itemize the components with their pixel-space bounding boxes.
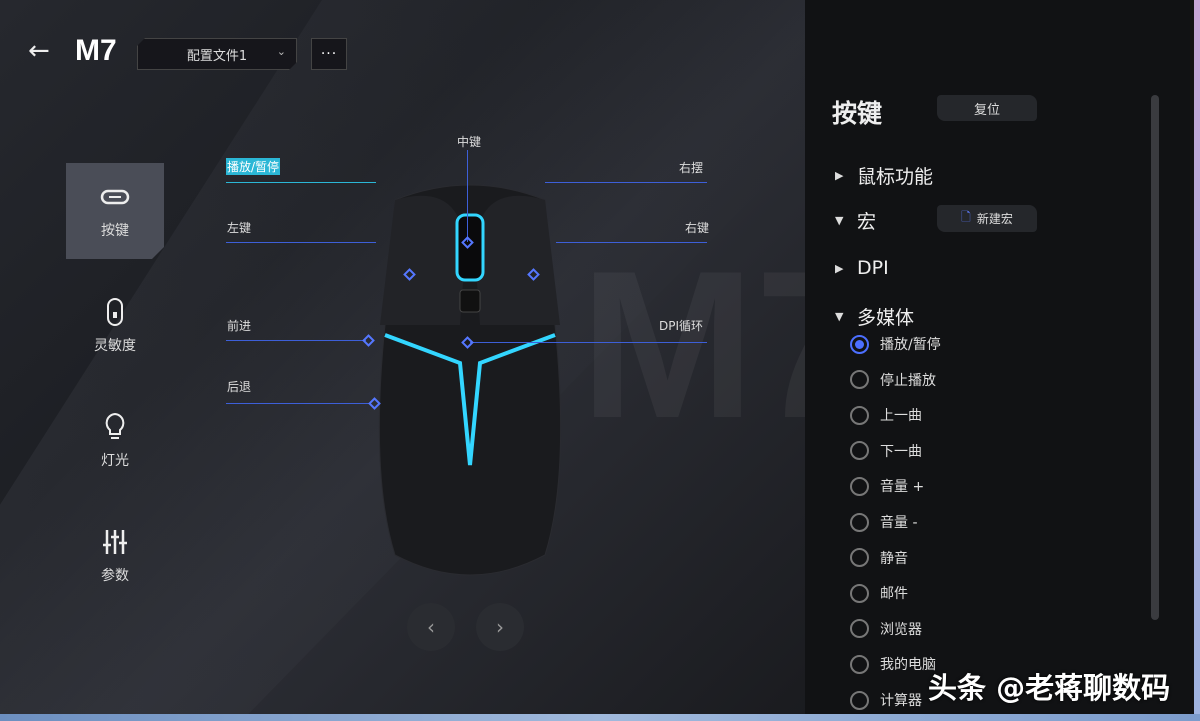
- radio-button[interactable]: [850, 334, 869, 354]
- leader-line: [556, 242, 707, 243]
- label-play-pause[interactable]: 播放/暂停: [226, 158, 281, 175]
- more-button[interactable]: ···: [311, 38, 347, 70]
- mouse-view: M7 ← M7 配置文件1 ⌄ ··· 按键 灵敏度 灯光 参数 中键 播放/暂停…: [0, 0, 805, 721]
- leader-line: [470, 342, 707, 343]
- option-label: 我的电脑: [880, 657, 936, 674]
- label-middle-button[interactable]: 中键: [457, 135, 482, 149]
- option-label: 上一曲: [880, 408, 922, 425]
- option-label: 计算器: [880, 693, 922, 709]
- radio-option[interactable]: 音量 -: [850, 512, 918, 532]
- leader-line: [226, 242, 376, 243]
- mouse-sensitivity-icon: [106, 297, 124, 327]
- label-dpi-cycle[interactable]: DPI循环: [659, 319, 704, 333]
- nav-buttons[interactable]: 按键: [66, 163, 164, 259]
- option-label: 浏览器: [880, 621, 922, 638]
- leader-line: [545, 182, 707, 183]
- next-view-button[interactable]: ›: [476, 603, 524, 651]
- nav-label: 灵敏度: [94, 338, 136, 354]
- option-label: 下一曲: [880, 443, 922, 460]
- caret-right-icon: ▶: [835, 169, 844, 182]
- radio-option[interactable]: 停止播放: [850, 370, 936, 390]
- radio-option[interactable]: 上一曲: [850, 405, 922, 425]
- nav-parameters[interactable]: 参数: [66, 508, 164, 604]
- label-forward[interactable]: 前进: [227, 319, 252, 333]
- device-title: M7: [75, 34, 117, 67]
- button-label: 新建宏: [976, 212, 1013, 226]
- radio-button[interactable]: [850, 476, 869, 496]
- label-left-button[interactable]: 左键: [227, 221, 252, 235]
- radio-button[interactable]: [850, 370, 869, 390]
- radio-option[interactable]: 音量 +: [850, 476, 924, 496]
- bulb-icon: [103, 412, 127, 442]
- mouse-image: [378, 184, 562, 576]
- overlay-watermark: 头条 @老蒋聊数码: [928, 671, 1171, 705]
- nav-sensitivity[interactable]: 灵敏度: [66, 278, 164, 374]
- caret-right-icon: ▶: [835, 261, 844, 275]
- section-mouse-functions[interactable]: ▶ 鼠标功能: [835, 162, 933, 189]
- radio-button[interactable]: [850, 690, 869, 710]
- label-back[interactable]: 后退: [227, 380, 252, 394]
- caret-down-icon: ▼: [835, 214, 844, 227]
- option-label: 音量 -: [880, 515, 918, 531]
- panel-title: 按键: [832, 99, 883, 128]
- radio-button[interactable]: [850, 654, 869, 674]
- radio-option[interactable]: 计算器: [850, 690, 922, 710]
- label-right-button[interactable]: 右键: [685, 221, 710, 235]
- sliders-icon: [103, 527, 127, 557]
- radio-button[interactable]: [850, 512, 869, 532]
- reset-button[interactable]: 复位: [937, 95, 1037, 121]
- radio-option[interactable]: 浏览器: [850, 619, 922, 639]
- option-label: 播放/暂停: [880, 337, 941, 353]
- option-label: 静音: [880, 550, 908, 567]
- section-multimedia[interactable]: ▼ 多媒体: [835, 303, 914, 330]
- radio-option[interactable]: 我的电脑: [850, 654, 936, 674]
- model-watermark: M7: [580, 227, 805, 462]
- leader-line: [226, 182, 376, 183]
- function-panel: 按键 复位 ▶鼠标功能 ▼宏 🗋新建宏 ▶DPI ▼多媒体 播放/暂停停止播放上…: [805, 0, 1200, 721]
- section-macro[interactable]: ▼宏: [835, 207, 876, 234]
- radio-option[interactable]: 邮件: [850, 583, 908, 603]
- profile-label: 配置文件1: [186, 48, 248, 64]
- taskbar: [0, 714, 1200, 721]
- nav-label: 灯光: [101, 453, 129, 469]
- section-label: 多媒体: [857, 307, 915, 329]
- radio-option[interactable]: 下一曲: [850, 441, 922, 461]
- leader-line: [226, 340, 366, 341]
- new-macro-button[interactable]: 🗋 新建宏: [937, 205, 1037, 232]
- radio-button[interactable]: [850, 619, 869, 639]
- nav-label: 按键: [101, 223, 129, 239]
- option-label: 邮件: [880, 586, 908, 603]
- radio-button[interactable]: [850, 405, 869, 425]
- leader-line: [467, 150, 468, 242]
- profile-dropdown[interactable]: 配置文件1 ⌄: [137, 38, 297, 70]
- caret-down-icon: ▼: [835, 310, 844, 323]
- section-label: 宏: [857, 211, 877, 233]
- section-label: 鼠标功能: [857, 166, 934, 188]
- new-file-icon: 🗋: [961, 210, 971, 224]
- label-right-tilt[interactable]: 右摆: [679, 161, 704, 175]
- radio-option[interactable]: 静音: [850, 548, 908, 568]
- nav-label: 参数: [101, 568, 129, 584]
- prev-view-button[interactable]: ‹: [407, 603, 455, 651]
- radio-button[interactable]: [850, 441, 869, 461]
- option-label: 音量 +: [880, 479, 925, 496]
- section-label: DPI: [857, 257, 889, 279]
- scrollbar[interactable]: [1151, 95, 1159, 620]
- nav-lighting[interactable]: 灯光: [66, 393, 164, 489]
- leader-line: [226, 403, 371, 404]
- radio-option[interactable]: 播放/暂停: [850, 334, 941, 354]
- radio-button[interactable]: [850, 548, 869, 568]
- back-arrow-icon[interactable]: ←: [28, 36, 50, 66]
- section-dpi[interactable]: ▶ DPI: [835, 257, 889, 279]
- option-label: 停止播放: [880, 372, 936, 389]
- type-c-port-icon: [100, 182, 130, 212]
- window-edge: [1194, 0, 1200, 721]
- chevron-down-icon: ⌄: [276, 45, 286, 58]
- radio-button[interactable]: [850, 583, 869, 603]
